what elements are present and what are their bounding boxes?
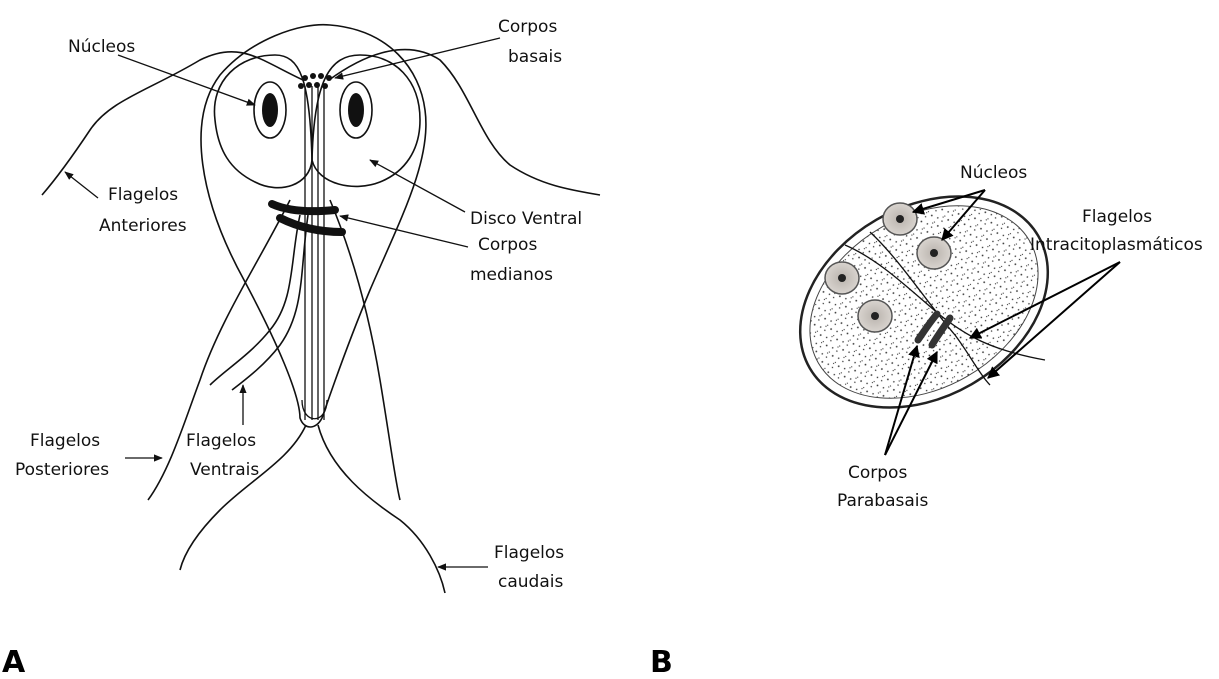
label-flagelos-caudais-2: caudais <box>498 572 563 592</box>
cyst-diagram: Núcleos Flagelos Intracitoplasmáticos Co… <box>762 154 1203 511</box>
flagellum-anterior-left <box>42 52 303 195</box>
ventral-disc <box>214 55 312 188</box>
arrow-nucleos <box>118 55 255 105</box>
nucleus-right-core <box>348 93 364 127</box>
arrow-corpos-medianos <box>340 216 468 247</box>
label-flagelos-anteriores-2: Anteriores <box>99 216 187 236</box>
label-flagelos-caudais-1: Flagelos <box>494 543 564 563</box>
median-body-2 <box>280 218 342 232</box>
ventral-disc-right <box>312 55 420 186</box>
arrow-disco-ventral <box>370 160 465 212</box>
flagellum-caudal-right <box>318 425 445 593</box>
label-flagelos-posteriores-2: Posteriores <box>15 460 109 480</box>
trophozoite-diagram: Núcleos Corpos basais Flagelos Anteriore… <box>15 17 600 593</box>
label-corpos-basais-1: Corpos <box>498 17 557 37</box>
label-flagelos-anteriores-1: Flagelos <box>108 185 178 205</box>
label-corpos-basais-2: basais <box>508 47 562 67</box>
arrow-flagelos-anteriores <box>65 172 98 198</box>
label-corpos-parabasais-2: Parabasais <box>837 491 929 511</box>
nucleus-left-core <box>262 93 278 127</box>
label-disco-ventral: Disco Ventral <box>470 209 582 229</box>
panel-label-a: A <box>2 645 26 679</box>
arrow-corpos-basais <box>335 38 500 78</box>
label-nucleos-b: Núcleos <box>960 163 1027 183</box>
label-corpos-parabasais-1: Corpos <box>848 463 907 483</box>
panel-label-b: B <box>650 645 673 679</box>
flagellum-ventral-2 <box>232 215 308 390</box>
flagellum-posterior-left <box>148 200 290 500</box>
label-flagelos-ventrais-2: Ventrais <box>190 460 259 480</box>
median-body-1 <box>272 204 335 211</box>
label-flagelos-intra-1: Flagelos <box>1082 207 1152 227</box>
label-nucleos-a: Núcleos <box>68 37 135 57</box>
label-flagelos-ventrais-1: Flagelos <box>186 431 256 451</box>
label-flagelos-intra-2: Intracitoplasmáticos <box>1030 235 1203 255</box>
label-flagelos-posteriores-1: Flagelos <box>30 431 100 451</box>
label-corpos-medianos-2: medianos <box>470 265 553 285</box>
label-corpos-medianos-1: Corpos <box>478 235 537 255</box>
